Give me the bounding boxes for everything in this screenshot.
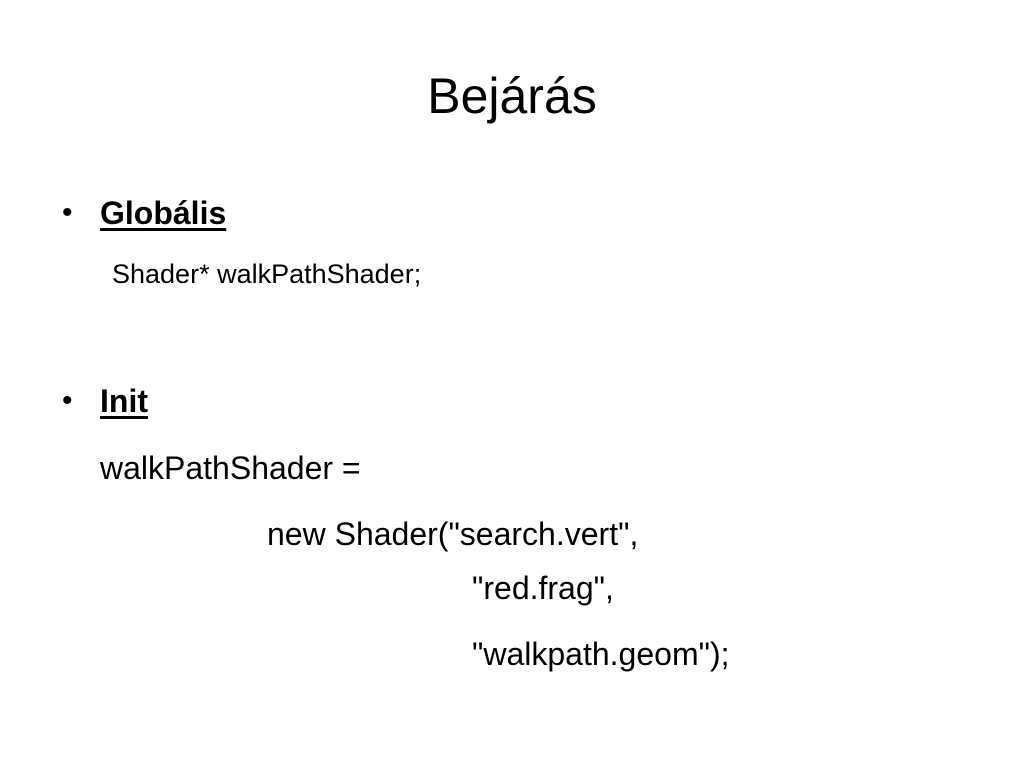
code-line-init-frag: "red.frag", <box>472 570 614 606</box>
code-line-init-geom: "walkpath.geom"); <box>472 636 730 672</box>
bullet-icon: • <box>62 196 73 229</box>
code-line-init-new-shader: new Shader("search.vert", <box>267 516 639 552</box>
section-label-init: Init <box>100 383 148 419</box>
section-label-global: Globális <box>100 195 227 231</box>
code-line-init-assign: walkPathShader = <box>100 450 361 486</box>
bullet-icon: • <box>62 384 73 417</box>
code-line-global-declaration: Shader* walkPathShader; <box>112 259 422 289</box>
slide-title: Bejárás <box>427 68 597 124</box>
